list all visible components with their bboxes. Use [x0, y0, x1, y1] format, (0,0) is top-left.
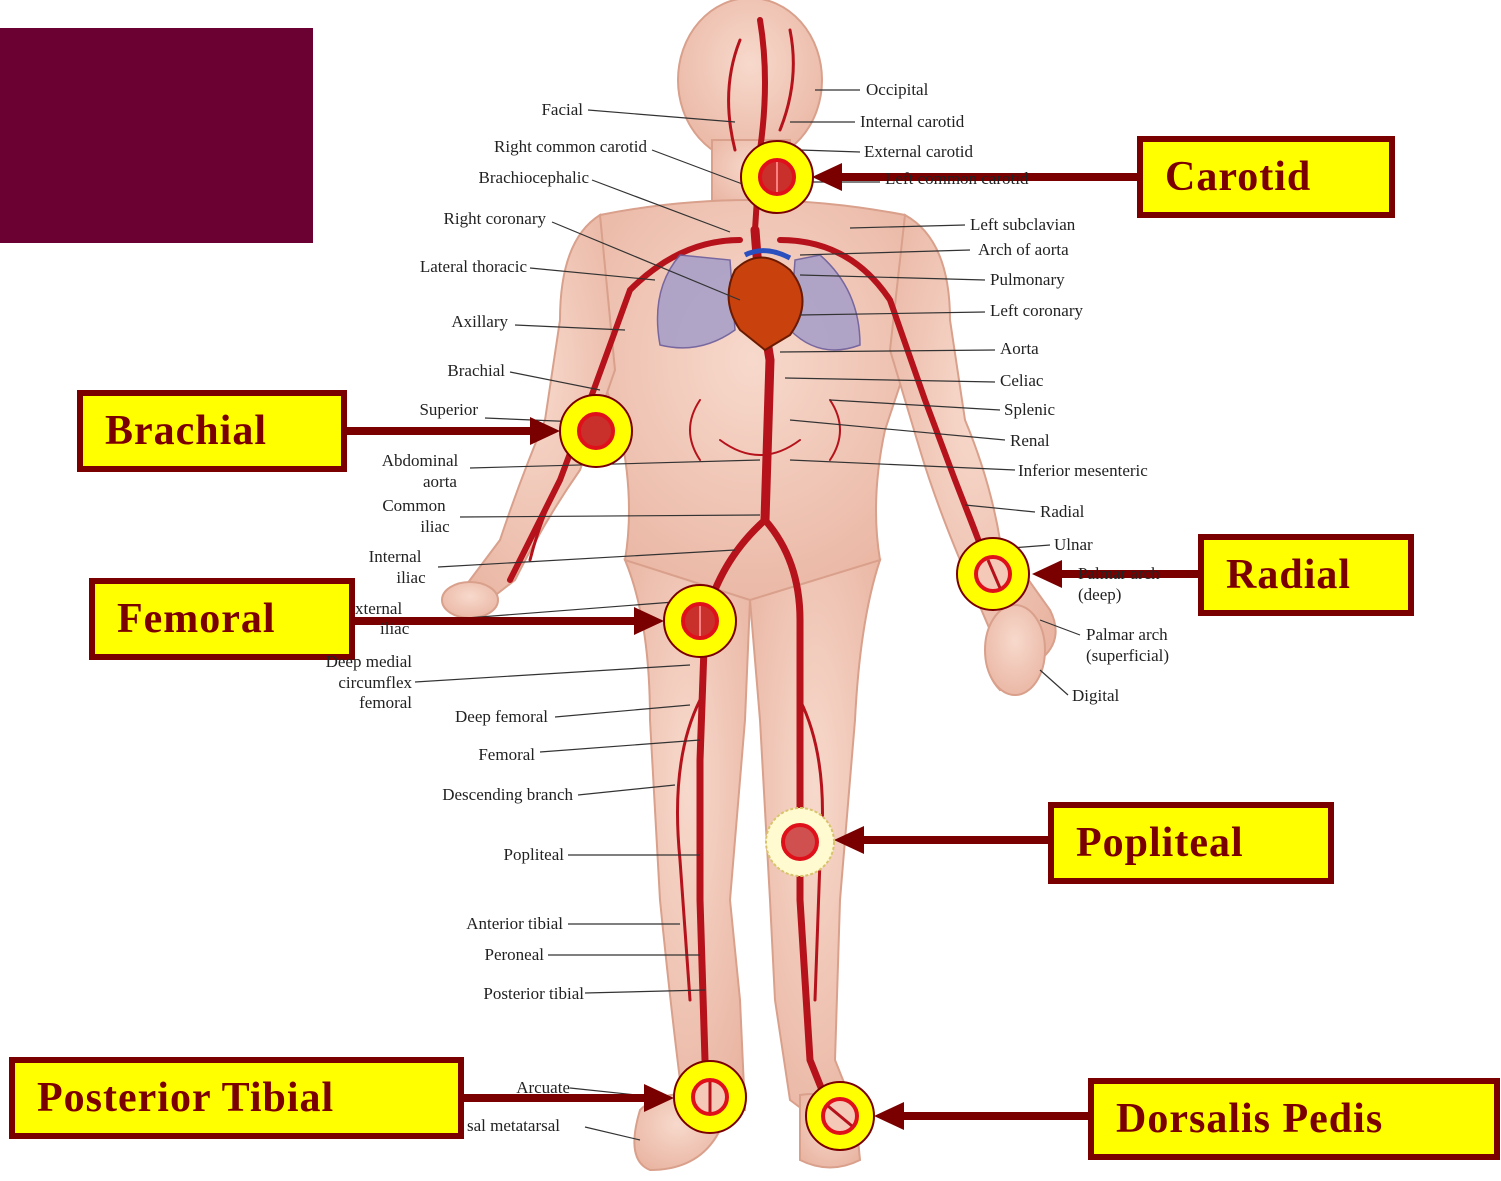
label-celiac: Celiac — [1000, 372, 1043, 390]
label-palmar-deep-1: Palmar arch — [1078, 565, 1160, 583]
label-internal-iliac-1: Internal — [358, 548, 432, 566]
label-metatarsal: sal metatarsal — [467, 1117, 560, 1135]
label-peroneal: Peroneal — [485, 946, 544, 964]
radial-callout-label: Radial — [1226, 551, 1351, 599]
label-arch-of-aorta: Arch of aorta — [978, 241, 1069, 259]
posterior-tibial-callout: Posterior Tibial — [9, 1057, 464, 1139]
dorsalis-pedis-callout-label: Dorsalis Pedis — [1116, 1095, 1383, 1143]
label-right-coronary: Right coronary — [444, 210, 546, 228]
carotid-callout: Carotid — [1137, 136, 1395, 218]
posterior-tibial-marker — [674, 1061, 746, 1133]
label-left-subclavian: Left subclavian — [970, 216, 1075, 234]
label-descending-branch: Descending branch — [442, 786, 573, 804]
radial-marker — [957, 538, 1029, 610]
label-deep-femoral: Deep femoral — [455, 708, 548, 726]
dorsalis-pedis-arrow-head — [874, 1102, 904, 1130]
femoral-callout: Femoral — [89, 578, 355, 660]
dorsalis-pedis-marker — [806, 1082, 874, 1150]
label-internal-carotid: Internal carotid — [860, 113, 964, 131]
label-palmar-superficial-2: (superficial) — [1086, 647, 1169, 665]
label-arcuate: Arcuate — [516, 1079, 570, 1097]
carotid-arrow-head — [812, 163, 842, 191]
label-facial: Facial — [541, 101, 583, 119]
label-left-common-carotid: Left common carotid — [885, 170, 1029, 188]
brachial-arrow-shaft — [345, 427, 540, 435]
carotid-marker — [741, 141, 813, 213]
popliteal-callout-label: Popliteal — [1076, 819, 1244, 867]
label-femoral: Femoral — [478, 746, 535, 764]
label-common-iliac-1: Common — [372, 497, 456, 515]
label-external-iliac-2: iliac — [380, 620, 409, 638]
label-brachial: Brachial — [447, 362, 505, 380]
label-lateral-thoracic: Lateral thoracic — [420, 258, 527, 276]
popliteal-marker — [766, 808, 834, 876]
label-anterior-tibial: Anterior tibial — [466, 915, 563, 933]
label-renal: Renal — [1010, 432, 1050, 450]
label-external-carotid: External carotid — [864, 143, 973, 161]
label-left-coronary: Left coronary — [990, 302, 1083, 320]
label-deep-medial-1: Deep medial — [326, 653, 412, 671]
label-ulnar: Ulnar — [1054, 536, 1093, 554]
label-occipital: Occipital — [866, 81, 928, 99]
popliteal-arrow-shaft — [858, 836, 1050, 844]
label-right-common-carotid: Right common carotid — [494, 138, 647, 156]
label-popliteal: Popliteal — [504, 846, 564, 864]
radial-arrow-head — [1032, 560, 1062, 588]
brachial-marker — [560, 395, 632, 467]
label-pulmonary: Pulmonary — [990, 271, 1065, 289]
label-common-iliac-2: iliac — [414, 518, 456, 536]
label-inferior-mesenteric: Inferior mesenteric — [1018, 462, 1148, 480]
label-palmar-deep-2: (deep) — [1078, 586, 1121, 604]
brachial-callout: Brachial — [77, 390, 347, 472]
label-posterior-tibial: Posterior tibial — [483, 985, 584, 1003]
brachial-callout-label: Brachial — [105, 407, 267, 455]
label-splenic: Splenic — [1004, 401, 1055, 419]
label-axillary: Axillary — [451, 313, 508, 331]
posterior-tibial-callout-label: Posterior Tibial — [37, 1074, 334, 1122]
popliteal-callout: Popliteal — [1048, 802, 1334, 884]
label-external-iliac-1: xternal — [355, 600, 402, 618]
label-radial: Radial — [1040, 503, 1084, 521]
femoral-marker — [664, 585, 736, 657]
label-abdominal-aorta-1: Abdominal — [372, 452, 468, 470]
label-superior: Superior — [419, 401, 478, 419]
maroon-title-block — [0, 28, 313, 243]
label-deep-medial-3: femoral — [359, 694, 412, 712]
carotid-callout-label: Carotid — [1165, 153, 1311, 201]
label-deep-medial-2: circumflex — [338, 674, 412, 692]
label-palmar-superficial-1: Palmar arch — [1086, 626, 1168, 644]
label-brachiocephalic: Brachiocephalic — [479, 169, 589, 187]
femoral-callout-label: Femoral — [117, 595, 276, 643]
label-internal-iliac-2: iliac — [390, 569, 432, 587]
label-aorta: Aorta — [1000, 340, 1039, 358]
dorsalis-pedis-arrow-shaft — [898, 1112, 1090, 1120]
radial-callout: Radial — [1198, 534, 1414, 616]
label-abdominal-aorta-2: aorta — [410, 473, 470, 491]
label-digital: Digital — [1072, 687, 1119, 705]
dorsalis-pedis-callout: Dorsalis Pedis — [1088, 1078, 1500, 1160]
